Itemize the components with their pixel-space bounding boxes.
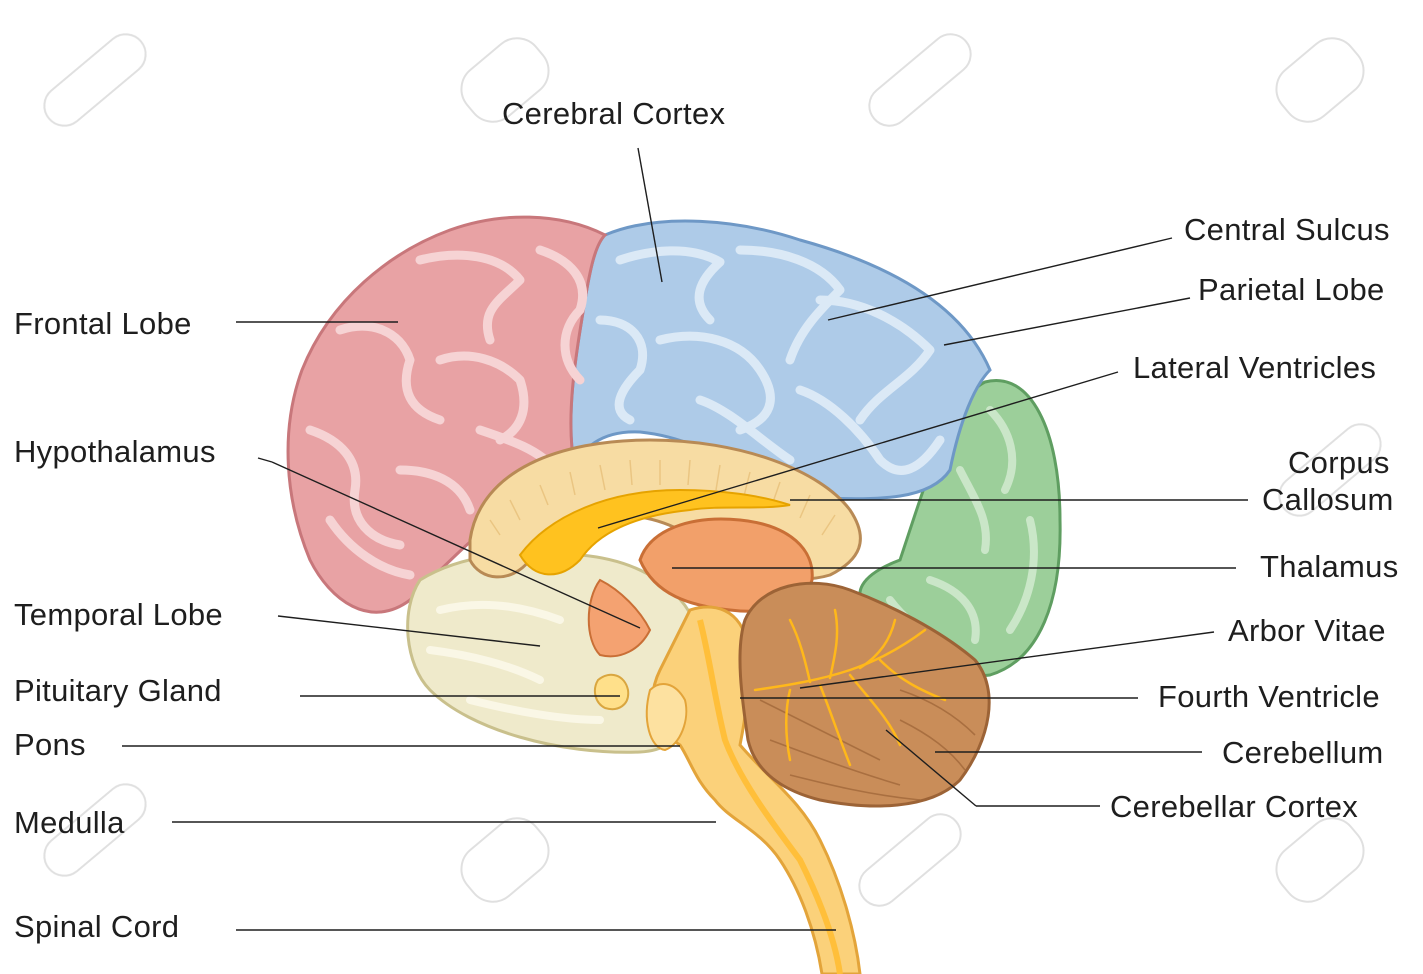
label-parietal-lobe: Parietal Lobe xyxy=(1198,274,1385,305)
label-pituitary-gland: Pituitary Gland xyxy=(14,675,222,706)
label-cerebellum: Cerebellum xyxy=(1222,737,1384,768)
label-thalamus: Thalamus xyxy=(1260,551,1399,582)
label-corpus-callosum-line1: Corpus xyxy=(1288,447,1390,478)
label-frontal-lobe: Frontal Lobe xyxy=(14,308,192,339)
label-fourth-ventricle: Fourth Ventricle xyxy=(1158,681,1380,712)
label-cerebral-cortex: Cerebral Cortex xyxy=(502,98,725,129)
label-arbor-vitae: Arbor Vitae xyxy=(1228,615,1386,646)
label-temporal-lobe: Temporal Lobe xyxy=(14,599,223,630)
label-pons: Pons xyxy=(14,729,86,760)
label-medulla: Medulla xyxy=(14,807,125,838)
label-spinal-cord: Spinal Cord xyxy=(14,911,179,942)
label-hypothalamus: Hypothalamus xyxy=(14,436,216,467)
label-corpus-callosum-line2: Callosum xyxy=(1262,484,1394,515)
label-cerebellar-cortex: Cerebellar Cortex xyxy=(1110,791,1358,822)
label-lateral-ventricles: Lateral Ventricles xyxy=(1133,352,1376,383)
pituitary-gland-shape xyxy=(595,675,628,709)
label-central-sulcus: Central Sulcus xyxy=(1184,214,1390,245)
